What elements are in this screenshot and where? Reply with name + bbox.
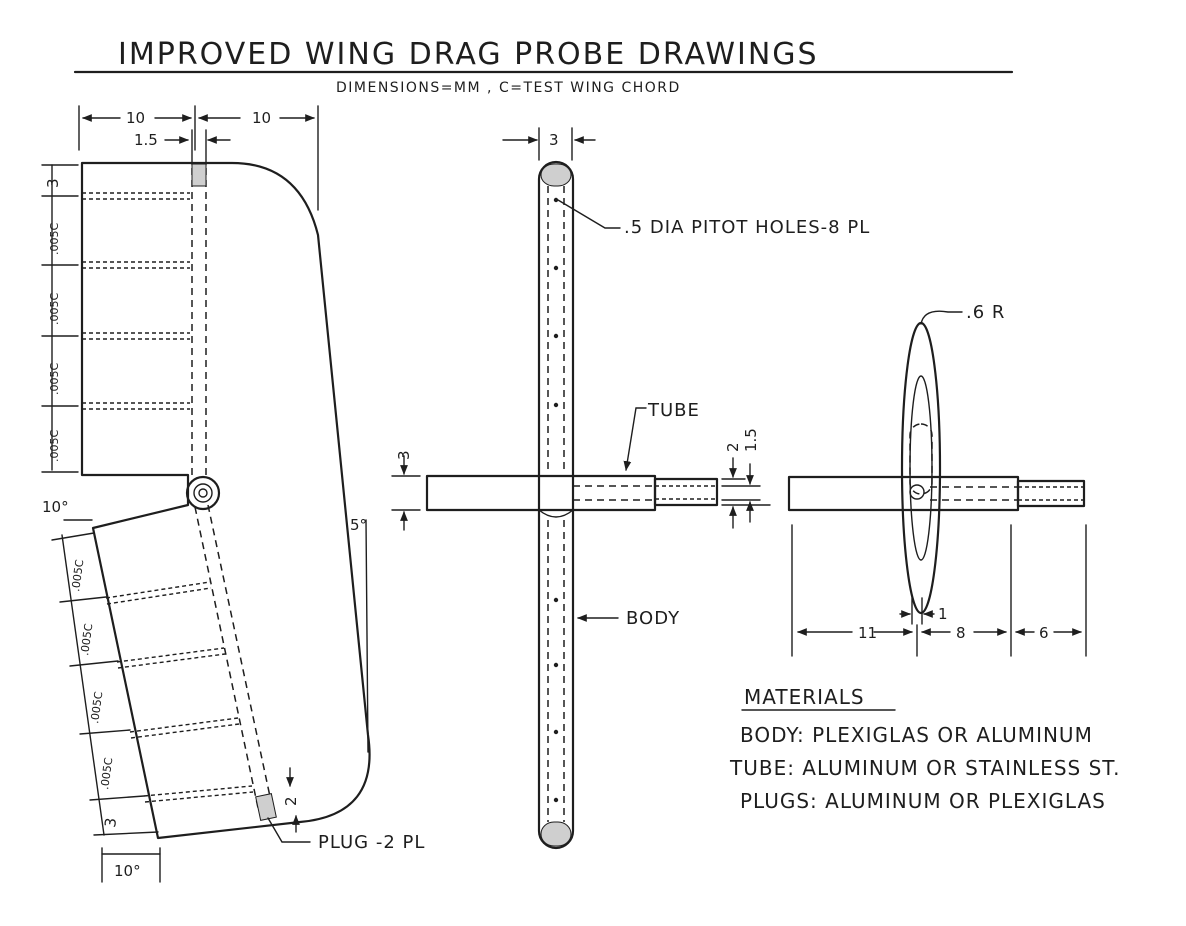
front-view: 3 .5 DIA PITOT HOLES-8 PL TUBE BODY — [391, 127, 870, 850]
dim-005c-5: .005C — [69, 558, 86, 592]
dim-005c-6: .005C — [78, 622, 95, 656]
drawing-title: IMPROVED WING DRAG PROBE DRAWINGS — [118, 37, 819, 72]
end-tube-end — [1016, 479, 1086, 508]
dim-tube-height: 3 — [395, 450, 413, 460]
dim-middle: 8 — [956, 624, 966, 642]
dim-tube-width: 1.5 — [134, 131, 158, 149]
dim-top-left: 10 — [126, 109, 145, 127]
radius-label: .6 R — [966, 302, 1005, 323]
dim-top-right: 10 — [252, 109, 271, 127]
probe-outline — [80, 161, 371, 840]
dim-angle-bottom: 10° — [114, 862, 141, 880]
tube-end — [653, 477, 719, 507]
materials-plugs: PLUGS: ALUMINUM OR PLEXIGLAS — [740, 789, 1106, 813]
body-label: BODY — [626, 608, 680, 629]
dim-005c-1: .005C — [48, 223, 61, 255]
plug-top — [191, 163, 207, 187]
dim-005c-4: .005C — [48, 430, 61, 462]
end-view-inner — [909, 375, 933, 561]
dim-angle-mid: 10° — [42, 498, 69, 516]
dim-005c-2: .005C — [48, 293, 61, 325]
dim-right: 6 — [1039, 624, 1049, 642]
dim-005c-3: .005C — [48, 363, 61, 395]
dim-tube-outer: 2 — [724, 442, 742, 452]
plug-label: PLUG -2 PL — [318, 832, 425, 853]
dim-top-edge: 3 — [44, 178, 62, 188]
materials-heading: MATERIALS — [744, 685, 865, 709]
end-view-outer — [900, 321, 942, 615]
dim-angle-right: 5° — [350, 516, 367, 534]
pitot-holes-label: .5 DIA PITOT HOLES-8 PL — [624, 217, 870, 238]
materials-tube: TUBE: ALUMINUM OR STAINLESS ST. — [729, 756, 1120, 780]
end-view: .6 R 1 11 8 6 — [787, 302, 1087, 657]
body-plug-bottom — [540, 821, 572, 847]
title-block: IMPROVED WING DRAG PROBE DRAWINGS DIMENS… — [73, 37, 1014, 96]
body-plug-top — [540, 163, 572, 187]
materials-body: BODY: PLEXIGLAS OR ALUMINUM — [740, 723, 1093, 747]
dim-005c-8: .005C — [98, 756, 115, 790]
dim-bottom-edge: 3 — [101, 817, 120, 829]
tube-label: TUBE — [647, 400, 700, 421]
dim-tube-inner: 1.5 — [742, 428, 760, 452]
dim-gap: 1 — [938, 605, 948, 623]
drawing-subtitle: DIMENSIONS=MM , C=TEST WING CHORD — [336, 80, 681, 96]
pivot-circle — [185, 475, 221, 511]
side-view: 10 10 1.5 — [41, 105, 425, 883]
materials-block: MATERIALS BODY: PLEXIGLAS OR ALUMINUM TU… — [729, 685, 1120, 813]
body-bar — [537, 160, 575, 850]
dim-body-width: 3 — [549, 131, 559, 149]
dim-plug: 2 — [282, 796, 300, 806]
tube-main — [425, 474, 657, 512]
dim-left: 11 — [858, 624, 877, 642]
dim-005c-7: .005C — [88, 690, 105, 724]
plug-bottom — [255, 793, 277, 821]
